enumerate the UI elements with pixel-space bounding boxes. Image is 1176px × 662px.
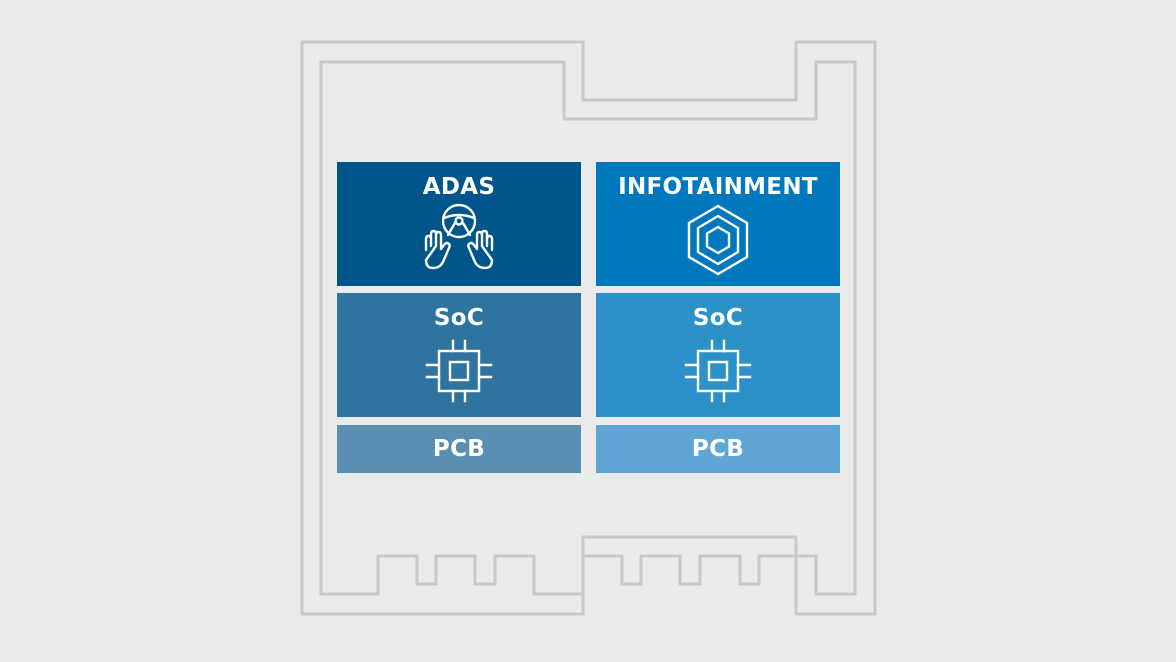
adas-label: ADAS	[422, 174, 496, 200]
pcb-label-left: PCB	[432, 436, 486, 462]
housing-outer-line	[300, 40, 877, 616]
soc-label-right: SoC	[692, 305, 744, 331]
soc-block-left: SoC	[337, 293, 581, 417]
infotainment-label: INFOTAINMENT	[618, 174, 818, 200]
hands-steering-wheel-icon	[424, 203, 494, 270]
infotainment-block: INFOTAINMENT	[596, 162, 840, 286]
pcb-label-right: PCB	[691, 436, 745, 462]
chip-icon	[684, 339, 752, 403]
soc-label-left: SoC	[433, 305, 485, 331]
hexagon-layers-icon	[687, 204, 749, 276]
pcb-block-right: PCB	[596, 425, 840, 473]
pcb-block-left: PCB	[337, 425, 581, 473]
soc-block-right: SoC	[596, 293, 840, 417]
chip-icon	[425, 339, 493, 403]
adas-block: ADAS	[337, 162, 581, 286]
housing-inner-line	[319, 60, 857, 596]
